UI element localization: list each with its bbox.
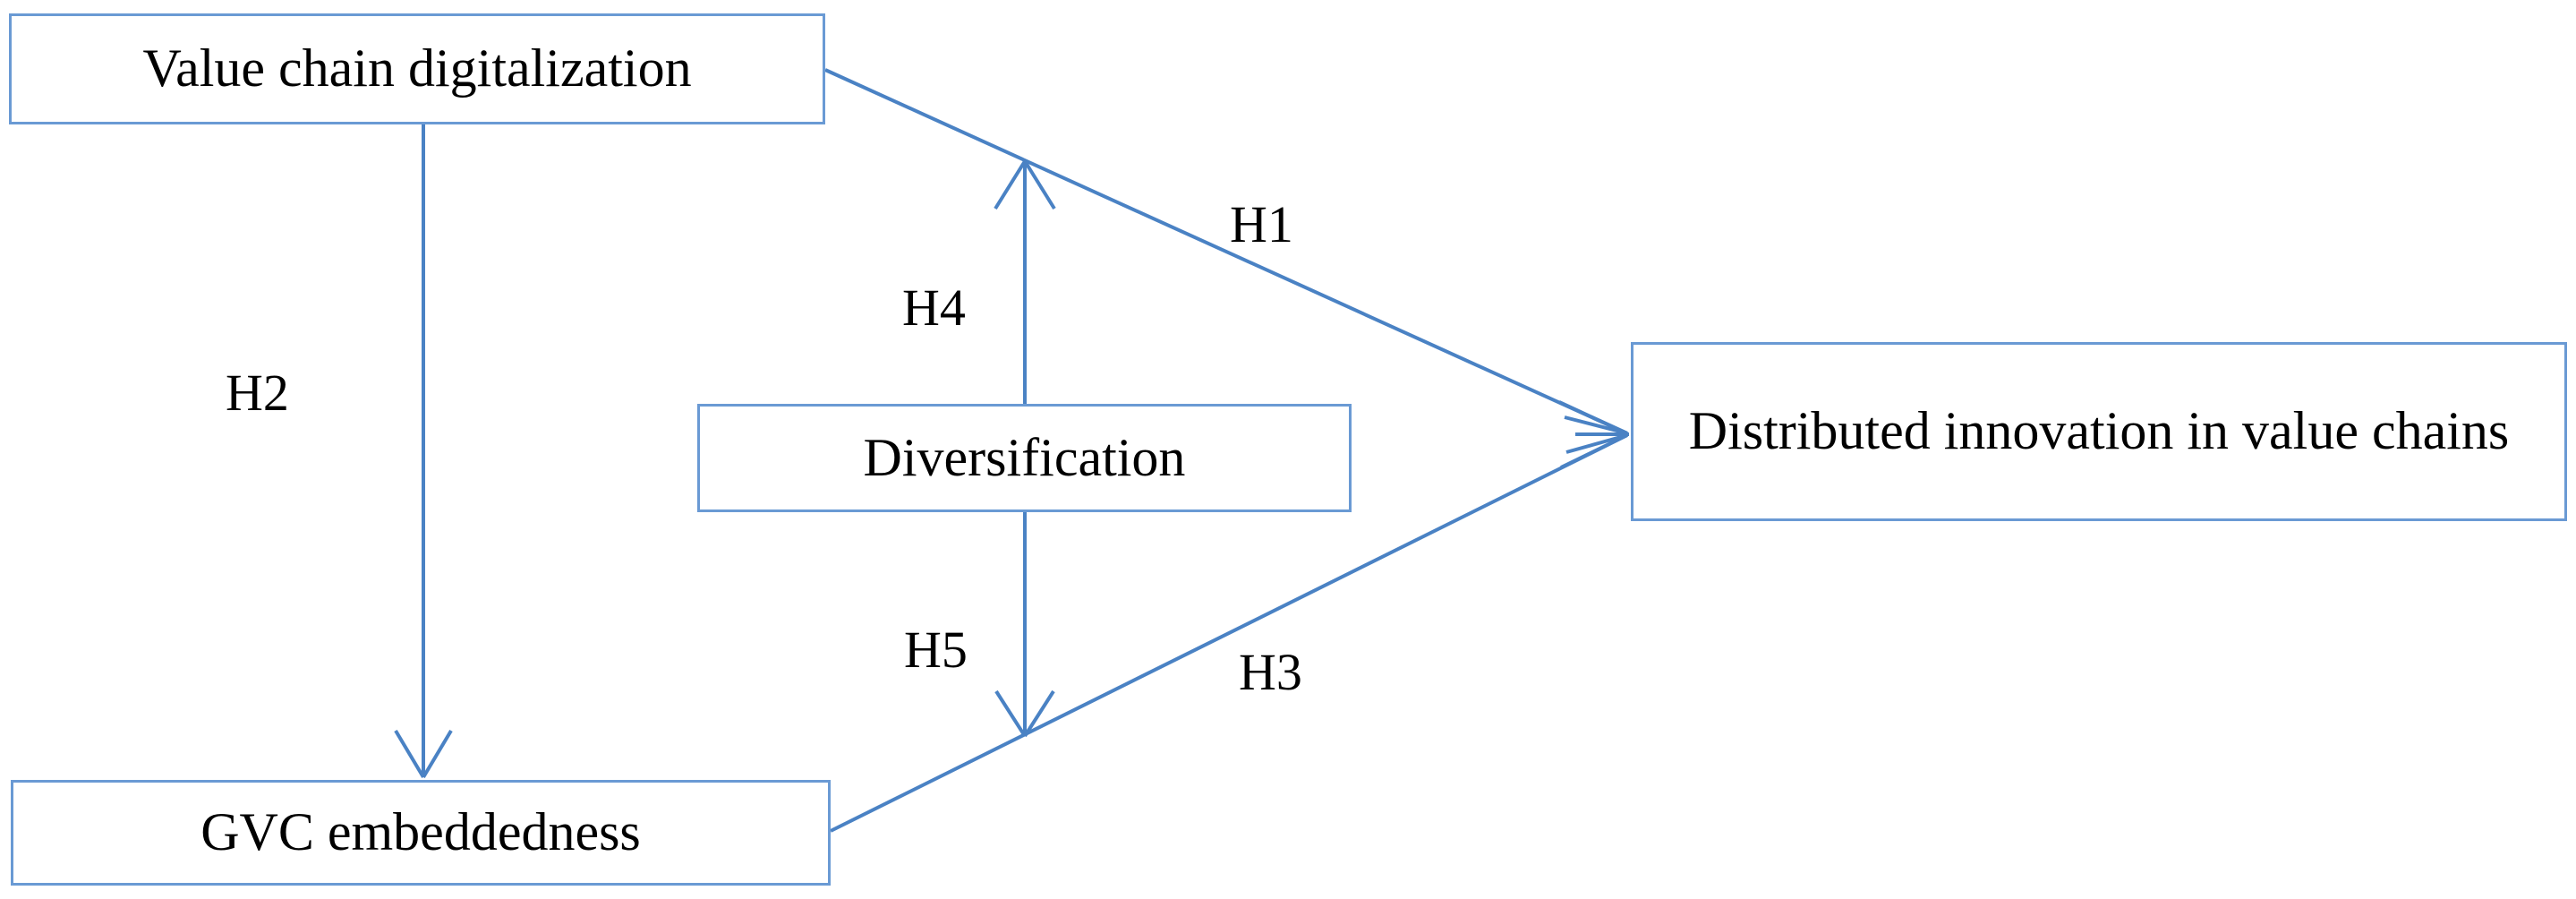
node-distributed-innovation[interactable]: Distributed innovation in value chains: [1631, 342, 2567, 521]
edge-label-h4: H4: [902, 278, 966, 337]
edge-label-h2: H2: [226, 364, 289, 422]
node-label: GVC embeddedness: [200, 802, 641, 862]
connector-h1: [824, 68, 1628, 435]
node-label: Diversification: [863, 427, 1186, 487]
connector-h2: [394, 124, 453, 779]
connector-h3: [830, 433, 1628, 833]
node-gvc-embeddedness[interactable]: GVC embeddedness: [11, 780, 831, 886]
connector-h5: [994, 512, 1055, 738]
node-diversification[interactable]: Diversification: [697, 404, 1352, 512]
node-label: Distributed innovation in value chains: [1688, 401, 2510, 461]
edge-label-h1: H1: [1230, 195, 1293, 253]
node-label: Value chain digitalization: [142, 39, 692, 98]
node-value-chain-digitalization[interactable]: Value chain digitalization: [9, 13, 825, 124]
edge-label-h3: H3: [1239, 643, 1302, 701]
connector-h4: [994, 159, 1056, 404]
edge-label-h5: H5: [904, 621, 968, 679]
